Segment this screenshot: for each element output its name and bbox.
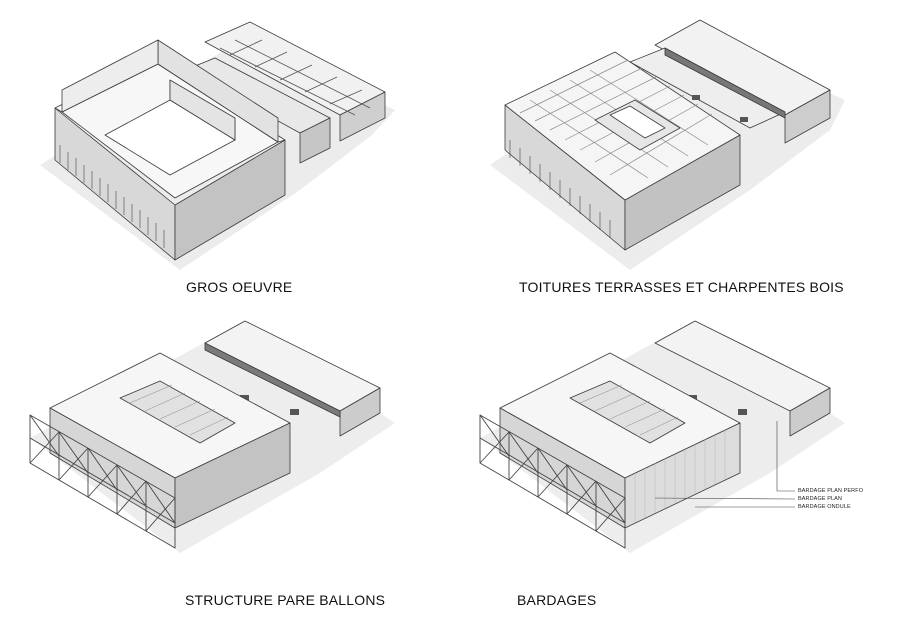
- caption-bardages: BARDAGES: [517, 592, 597, 608]
- gros-oeuvre-axonometric-drawing: [40, 21, 395, 270]
- panel-toitures: TOITURES TERRASSES ET CHARPENTES BOIS: [450, 0, 900, 313]
- toitures-axonometric-drawing: [490, 19, 845, 270]
- callout-bardage-ondule: BARDAGE ONDULE: [798, 504, 851, 510]
- caption-toitures: TOITURES TERRASSES ET CHARPENTES BOIS: [519, 279, 844, 295]
- panel-gros-oeuvre: GROS OEUVRE: [0, 0, 450, 313]
- bardages-axonometric-drawing: [479, 320, 845, 553]
- caption-gros-oeuvre: GROS OEUVRE: [186, 279, 293, 295]
- panel-structure: STRUCTURE PARE BALLONS: [0, 313, 450, 626]
- panel-bardages: BARDAGE PLAN PERFO BARDAGE PLAN BARDAGE …: [450, 313, 900, 626]
- callout-bardage-plan-perfo: BARDAGE PLAN PERFO: [798, 488, 864, 494]
- structure-axonometric-drawing: [29, 320, 395, 553]
- caption-structure: STRUCTURE PARE BALLONS: [185, 592, 386, 608]
- callout-bardage-plan: BARDAGE PLAN: [798, 496, 842, 502]
